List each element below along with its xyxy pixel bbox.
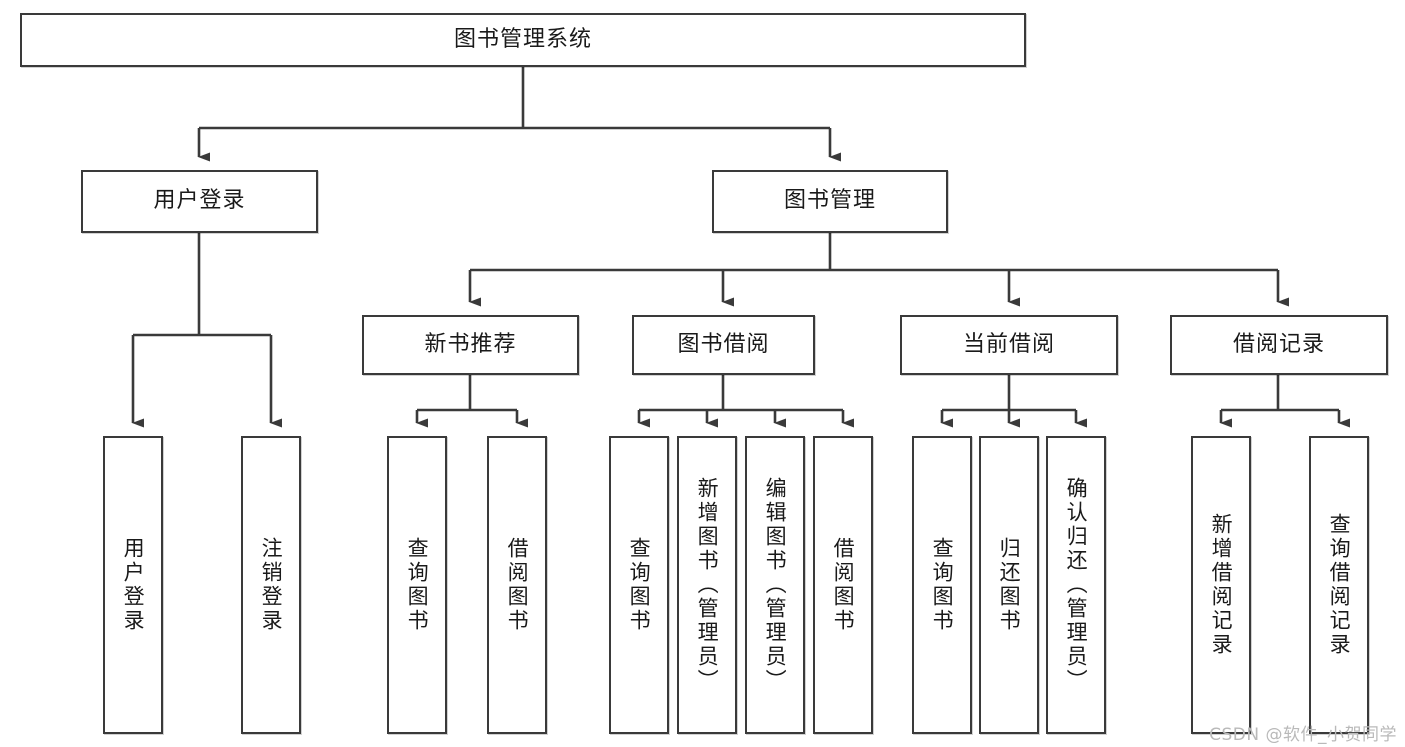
node-label: 注销登录 [259,537,284,633]
node-label: 查询图书 [405,537,430,633]
node-leaf-return-book[interactable]: 归还图书 [979,436,1039,734]
node-label: 借阅记录 [1232,331,1325,357]
node-label: 新增图书（管理员） [695,477,720,693]
node-leaf-query-book-1[interactable]: 查询图书 [387,436,447,734]
node-root-book-management-system[interactable]: 图书管理系统 [20,13,1026,67]
node-label: 借阅图书 [831,537,856,633]
node-current-borrow[interactable]: 当前借阅 [900,315,1118,375]
node-label: 借阅图书 [505,537,530,633]
node-label: 图书管理系统 [453,26,592,52]
node-label: 当前借阅 [962,331,1055,357]
node-book-manage[interactable]: 图书管理 [712,170,948,233]
node-leaf-add-book[interactable]: 新增图书（管理员） [677,436,737,734]
node-label: 新书推荐 [424,331,517,357]
node-label: 图书管理 [783,188,876,214]
node-user-login[interactable]: 用户登录 [81,170,318,233]
node-label: 新增借阅记录 [1209,513,1234,657]
node-leaf-edit-book[interactable]: 编辑图书（管理员） [745,436,805,734]
csdn-watermark: CSDN @软件_小贺同学 [1209,725,1397,745]
node-leaf-query-book-2[interactable]: 查询图书 [609,436,669,734]
node-label: 用户登录 [153,188,246,214]
node-label: 查询图书 [930,537,955,633]
node-leaf-query-book-3[interactable]: 查询图书 [912,436,972,734]
node-leaf-user-login[interactable]: 用户登录 [103,436,163,734]
node-book-borrow[interactable]: 图书借阅 [632,315,815,375]
node-new-book-recommend[interactable]: 新书推荐 [362,315,579,375]
node-leaf-add-record[interactable]: 新增借阅记录 [1191,436,1251,734]
node-label: 查询借阅记录 [1327,513,1352,657]
node-label: 编辑图书（管理员） [763,477,788,693]
node-leaf-borrow-book-1[interactable]: 借阅图书 [487,436,547,734]
node-leaf-confirm-return[interactable]: 确认归还（管理员） [1046,436,1106,734]
node-label: 用户登录 [121,537,146,633]
node-leaf-borrow-book-2[interactable]: 借阅图书 [813,436,873,734]
node-borrow-record[interactable]: 借阅记录 [1170,315,1388,375]
node-label: 确认归还（管理员） [1064,477,1089,693]
node-label: 归还图书 [997,537,1022,633]
node-label: 图书借阅 [677,331,770,357]
node-label: 查询图书 [627,537,652,633]
node-leaf-user-logout[interactable]: 注销登录 [241,436,301,734]
node-leaf-query-record[interactable]: 查询借阅记录 [1309,436,1369,734]
